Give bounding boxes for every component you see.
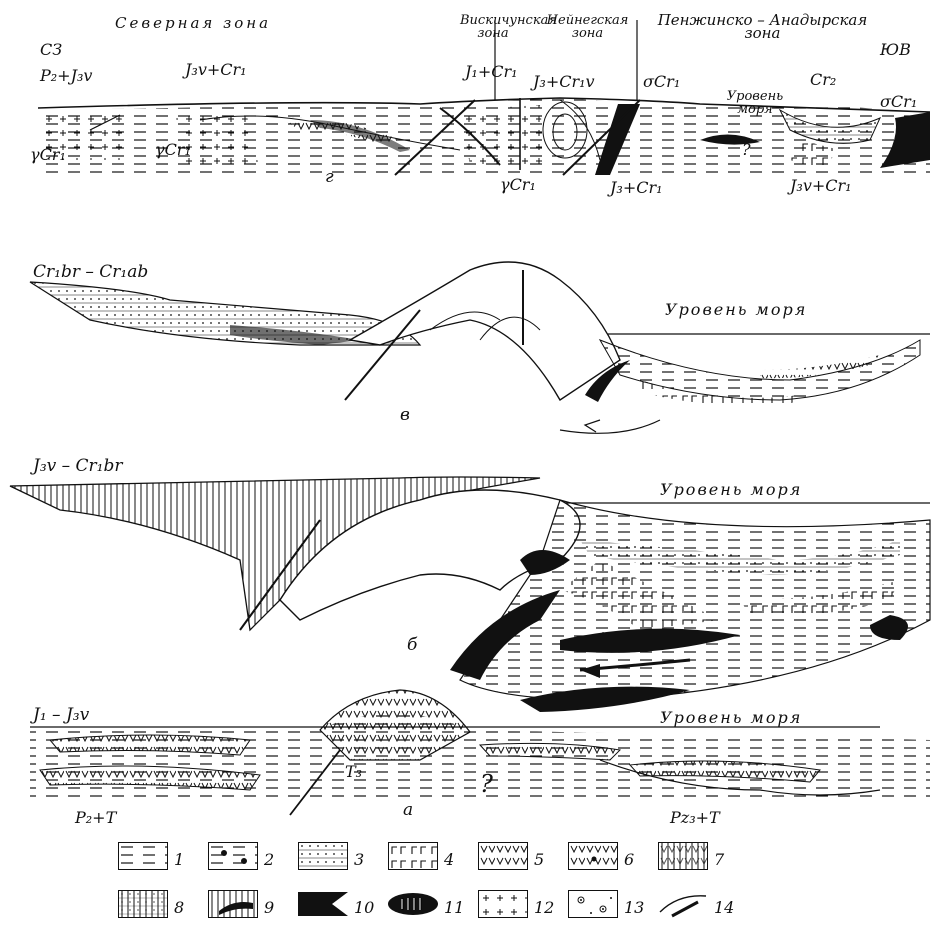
unit-label: J₃v+Cr₁ (185, 60, 247, 79)
legend-number: 10 (354, 898, 374, 917)
north-zone-label: Северная зона (115, 14, 271, 32)
legend-number: 11 (444, 898, 464, 917)
section-v (30, 262, 930, 433)
nw-label: СЗ (40, 40, 62, 59)
unit-label: σCr₁ (880, 92, 917, 111)
legend-item: 8 (118, 890, 198, 922)
unit-label: ? (742, 140, 751, 159)
legend-item: 14 (658, 890, 738, 922)
sea-level-label: Уровень моря (720, 90, 790, 116)
legend-item: 12 (478, 890, 558, 922)
legend-item: 7 (658, 842, 738, 874)
legend-number: 1 (174, 850, 184, 869)
legend-number: 13 (624, 898, 644, 917)
legend-item: 5 (478, 842, 558, 874)
legend-item: 2 (208, 842, 288, 874)
se-label: ЮВ (880, 40, 911, 59)
unit-label: Pz₃+T (670, 808, 720, 827)
legend-number: 8 (174, 898, 184, 917)
legend-number: 7 (714, 850, 724, 869)
legend-swatch (298, 890, 348, 918)
legend-number: 12 (534, 898, 554, 917)
unit-label: J₃+Cr₁v (533, 72, 595, 91)
legend-swatch (208, 842, 258, 870)
section-age-label: J₃v – Cr₁br (33, 456, 123, 476)
legend-swatch (208, 890, 258, 918)
legend-number: 6 (624, 850, 634, 869)
section-age-label: J₁ – J₃v (33, 705, 89, 725)
legend-item: 1 (118, 842, 198, 874)
sea-level-label: Уровень моря (660, 480, 802, 499)
legend-swatch (478, 890, 528, 918)
legend-item: 10 (298, 890, 378, 922)
unit-label: γCr₁ (30, 145, 66, 164)
panel-letter: а (403, 800, 413, 820)
legend-number: 4 (444, 850, 454, 869)
legend-number: 9 (264, 898, 274, 917)
unit-label: J₃v+Cr₁ (790, 176, 852, 195)
panel-letter: б (407, 635, 417, 655)
unit-label: P₂+T (75, 808, 116, 827)
legend-item: 13 (568, 890, 648, 922)
legend-swatch (298, 842, 348, 870)
section-age-label: Cr₁br – Cr₁ab (33, 262, 148, 282)
legend-item: 4 (388, 842, 468, 874)
unit-label: J₃+Cr₁ (610, 178, 663, 197)
legend-swatch (118, 842, 168, 870)
legend-swatch (658, 890, 708, 918)
legend-swatch (118, 890, 168, 918)
unit-label: σCr₁ (643, 72, 680, 91)
panel-letter: г (325, 167, 334, 187)
legend-number: 2 (264, 850, 274, 869)
legend-swatch (478, 842, 528, 870)
legend-swatch (568, 842, 618, 870)
neinegskaya-zone-label: Нейнегская зона (540, 14, 635, 40)
unit-label: ? (480, 770, 493, 798)
unit-label: P₂+J₃v (40, 66, 92, 85)
section-b (10, 477, 930, 712)
legend-item: 9 (208, 890, 288, 922)
legend-swatch (658, 842, 708, 870)
unit-label: J₁+Cr₁ (465, 62, 518, 81)
panel-letter: в (400, 405, 410, 425)
unit-label: T₃ (345, 762, 362, 781)
unit-label: Cr₂ (810, 70, 836, 89)
legend-item: 6 (568, 842, 648, 874)
sea-level-label: Уровень моря (665, 300, 807, 319)
legend-number: 3 (354, 850, 364, 869)
legend-swatch (568, 890, 618, 918)
legend: 1 2 3 4 5 6 7 8 9 10 11 12 (118, 842, 838, 942)
viskichun-zone-label: Вискичунская зона (460, 14, 526, 40)
penzhin-zone-label: Пенжинско – Анадырская зона (645, 14, 880, 40)
sea-level-label: Уровень моря (660, 708, 802, 727)
legend-number: 14 (714, 898, 734, 917)
legend-item: 3 (298, 842, 378, 874)
legend-item: 11 (388, 890, 468, 922)
unit-label: γCr₁ (500, 175, 536, 194)
legend-swatch (388, 842, 438, 870)
legend-swatch (388, 890, 438, 918)
legend-number: 5 (534, 850, 544, 869)
unit-label: γCr₁ (155, 140, 191, 159)
